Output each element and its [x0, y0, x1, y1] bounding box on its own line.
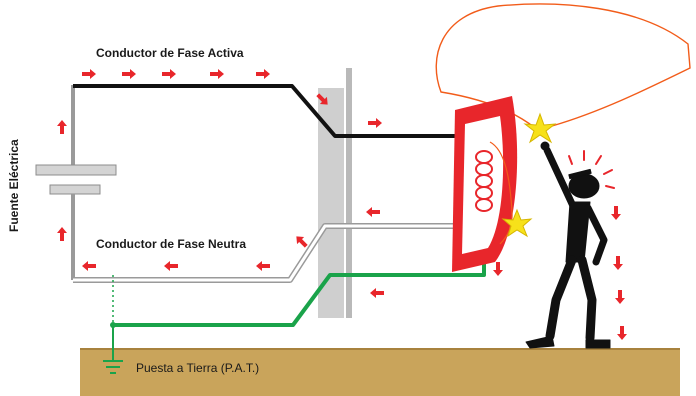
fault-current-outline [435, 3, 691, 133]
arrow-icon [256, 261, 270, 271]
arrow-icon [613, 256, 623, 270]
arrow-icon [164, 261, 178, 271]
arrow-icon [57, 227, 67, 241]
ground-symbol-icon [103, 360, 123, 374]
power-source [35, 85, 117, 280]
arrow-icon [370, 288, 384, 298]
phase-conductor-label: Conductor de Fase Activa [96, 46, 244, 60]
neutral-conductor-label: Conductor de Fase Neutra [96, 237, 246, 251]
arrow-icon [366, 207, 380, 217]
arrow-icon [292, 232, 310, 250]
phase-conductor-wire [73, 84, 486, 150]
panel-edge [346, 68, 352, 318]
fault-contact-line [489, 141, 513, 245]
person-figure-icon [525, 141, 611, 349]
arrow-icon [82, 69, 96, 79]
distribution-panel [318, 88, 344, 318]
arrow-icon [57, 120, 67, 134]
spark-icon [501, 208, 533, 238]
earth-conductor-wire [113, 245, 486, 327]
arrow-icon [615, 290, 625, 304]
arrow-icon [368, 118, 382, 128]
arrow-icon [611, 206, 621, 220]
appliance-inner-panel [462, 116, 504, 254]
arrow-icon [122, 69, 136, 79]
coil-icon [475, 150, 493, 212]
source-label: Fuente Eléctrica [7, 139, 21, 232]
arrow-icon [162, 69, 176, 79]
arrow-icon [617, 326, 627, 340]
spark-icon [523, 112, 557, 144]
arrow-icon [256, 69, 270, 79]
arrow-icon [82, 261, 96, 271]
earth-label: Puesta a Tierra (P.A.T.) [136, 361, 259, 375]
arrow-icon [493, 262, 503, 276]
arrow-icon [210, 69, 224, 79]
ground-slab [80, 348, 680, 396]
shock-rays-icon [568, 150, 615, 189]
